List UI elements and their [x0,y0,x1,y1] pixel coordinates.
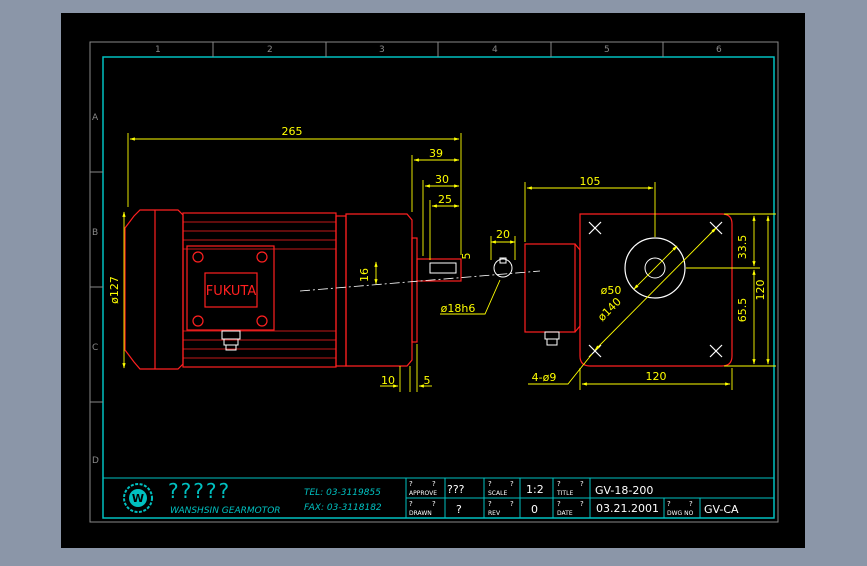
date-label: DATE [557,510,573,517]
svg-text:W: W [132,492,144,505]
dimension-lines [122,133,776,392]
company-name: WANSHSIN GEARMOTOR [170,506,281,516]
title-value: GV-18-200 [595,484,653,497]
scale-mark-2: ? [510,480,514,488]
dim-10: 10 [381,374,395,387]
dwg-no-value: GV-CA [704,503,739,516]
row-label-a: A [92,113,99,123]
dim-dia-127: ø127 [108,276,121,304]
zone-ticks [90,42,664,403]
dim-5-key: 5 [460,253,473,260]
drawn-mark-1: ? [409,500,413,508]
title-block [102,477,775,519]
approve-value: ??? [447,483,465,496]
row-label-b: B [92,228,98,238]
scale-mark-1: ? [488,480,492,488]
drawn-mark-2: ? [432,500,436,508]
cable-glands [221,330,560,351]
scale-value: 1:2 [526,483,544,496]
column-label-2: 2 [267,45,273,55]
dim-dia-50: ø50 [601,284,622,297]
motor-brand-label: FUKUTA [206,284,257,299]
title-label: TITLE [556,490,573,497]
rev-mark-2: ? [510,500,514,508]
scale-label: SCALE [488,490,507,497]
column-label-1: 1 [155,45,161,55]
rev-label: REV [488,510,501,517]
dim-25: 25 [438,193,452,206]
date-mark-2: ? [580,500,584,508]
approve-mark-1: ? [409,480,413,488]
dim-39: 39 [429,147,443,160]
date-mark-1: ? [557,500,561,508]
column-label-3: 3 [379,45,385,55]
column-label-4: 4 [492,45,498,55]
dim-120-vertical: 120 [754,280,767,301]
dim-33-5: 33.5 [736,235,749,260]
column-label-6: 6 [716,45,722,55]
outer-border [89,41,779,523]
rev-value: 0 [531,503,538,516]
drawn-value: ? [456,503,462,516]
dim-holes: 4-ø9 [532,371,557,384]
dim-30: 30 [435,173,449,186]
dim-120-horizontal: 120 [646,370,667,383]
dim-shaft-dia: ø18h6 [441,302,476,315]
drawn-label: DRAWN [409,510,432,517]
company-tel: TEL: 03-3119855 [304,488,381,498]
column-label-5: 5 [604,45,610,55]
dim-105: 105 [580,175,601,188]
dim-265: 265 [282,125,303,138]
dwg-mark-1: ? [667,500,671,508]
approve-label: APPROVE [409,490,437,497]
dim-5: 5 [424,374,431,387]
dim-16: 16 [358,268,371,282]
title-mark-1: ? [557,480,561,488]
rev-mark-1: ? [488,500,492,508]
dim-20: 20 [496,228,510,241]
company-fax: FAX: 03-3118182 [304,503,382,513]
shaft-key [429,257,513,278]
motor-side-view [124,209,581,370]
date-value: 03.21.2001 [596,502,659,515]
company-name-chinese: ????? [168,479,231,503]
row-label-c: C [92,343,98,353]
dwg-mark-2: ? [689,500,693,508]
title-mark-2: ? [580,480,584,488]
row-label-d: D [92,456,99,466]
dwg-no-label: DWG NO [667,510,694,517]
dim-65-5: 65.5 [736,298,749,323]
centerline [299,270,541,292]
company-logo: W [123,483,153,513]
approve-mark-2: ? [432,480,436,488]
